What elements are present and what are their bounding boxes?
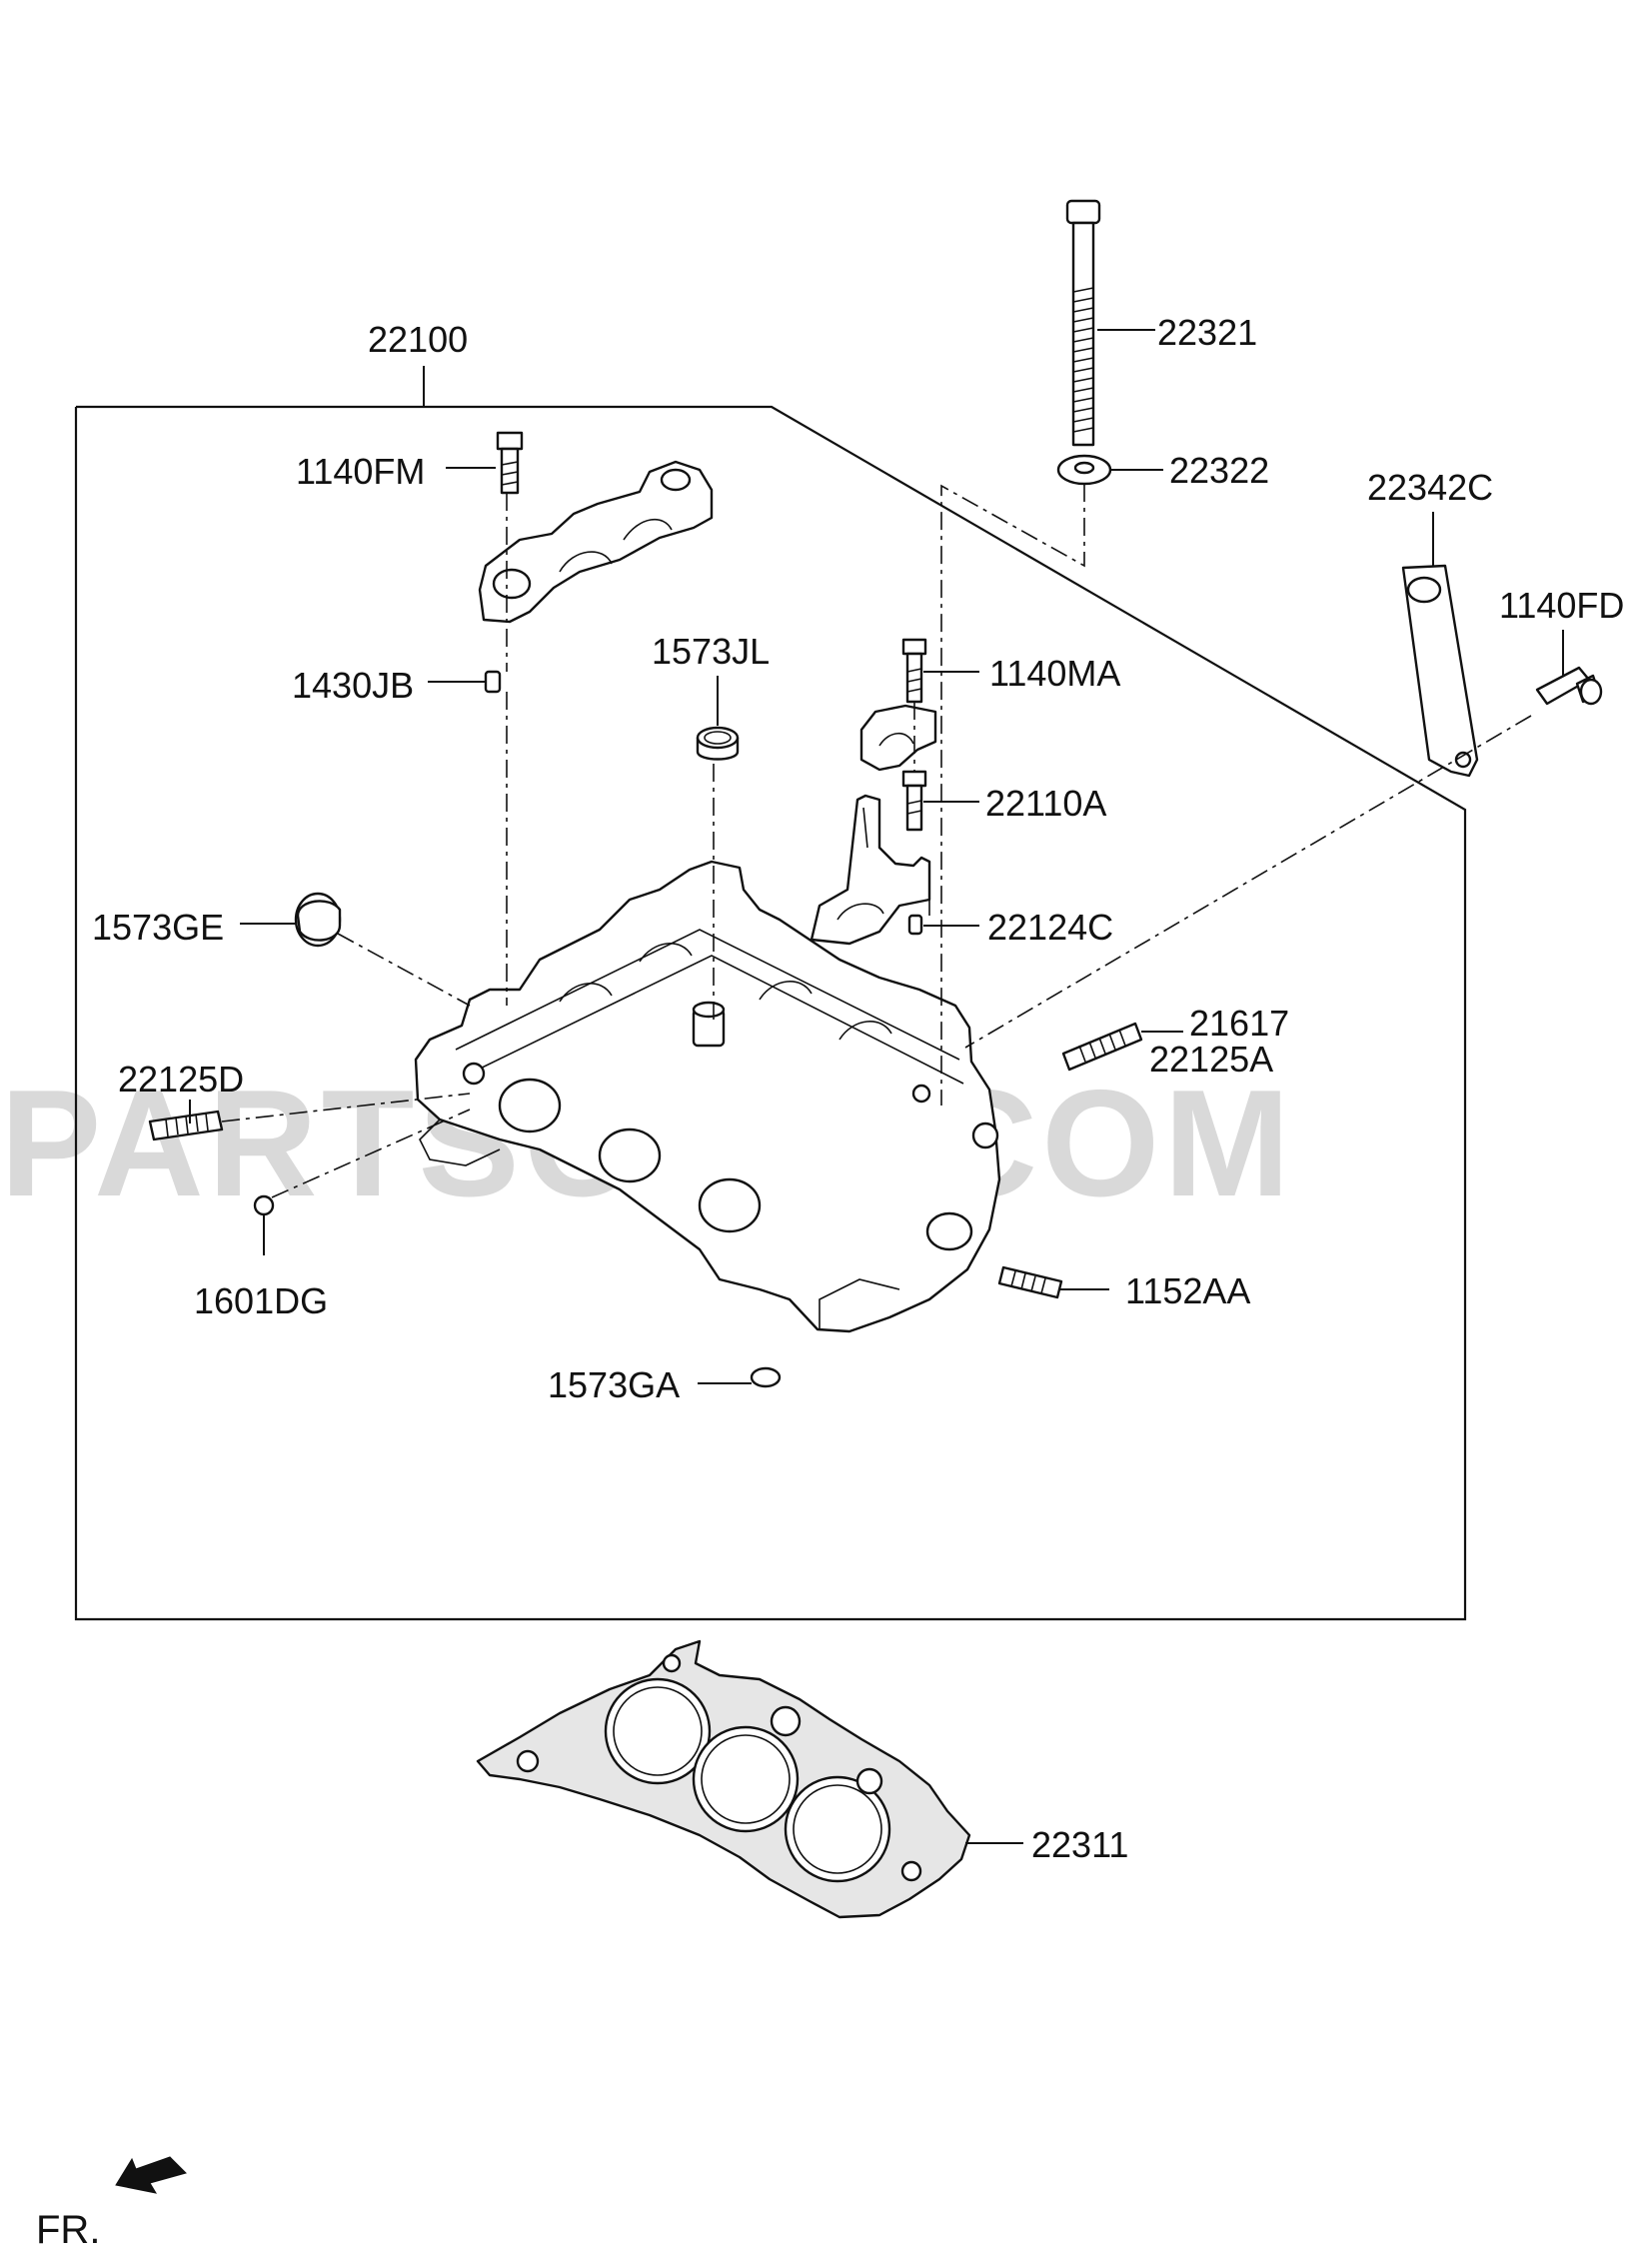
callout-22100[interactable]: 22100 — [368, 319, 468, 360]
bearing-cap-drawing[interactable] — [810, 794, 931, 946]
front-direction-arrow-icon — [115, 2156, 187, 2194]
head-bolt-drawing[interactable] — [1065, 199, 1101, 447]
steel-ball-drawing[interactable] — [253, 1194, 275, 1216]
front-label: FR. — [36, 2208, 100, 2252]
callout-1573JL[interactable]: 1573JL — [652, 631, 770, 672]
lower-stud-bolt-drawing[interactable] — [997, 1265, 1063, 1299]
callout-22125D[interactable]: 22125D — [118, 1059, 244, 1100]
leader-lines — [189, 329, 1564, 1844]
cam-cap-bolt-rear-drawing[interactable] — [901, 638, 927, 704]
cap-dowel-drawing[interactable] — [907, 914, 923, 936]
front-orientation-mark: FR. — [36, 2156, 187, 2252]
callout-1140FD[interactable]: 1140FD — [1499, 585, 1624, 626]
head-gasket-drawing[interactable] — [476, 1639, 971, 1919]
callout-1430JB[interactable]: 1430JB — [292, 665, 414, 706]
callout-22321[interactable]: 22321 — [1157, 312, 1257, 353]
callout-21617[interactable]: 21617 — [1189, 1003, 1289, 1044]
cup-plug-drawing[interactable] — [294, 892, 342, 948]
dowel-pin-drawing[interactable] — [484, 670, 502, 694]
callout-22124C[interactable]: 22124C — [987, 907, 1113, 948]
callout-1140MA[interactable]: 1140MA — [989, 653, 1120, 694]
cam-cap-bolt-front-drawing[interactable] — [496, 431, 524, 495]
callout-1573GE[interactable]: 1573GE — [92, 907, 224, 948]
alignment-lines — [221, 484, 1532, 1198]
callout-22311[interactable]: 22311 — [1031, 1824, 1128, 1865]
callout-22110A[interactable]: 22110A — [985, 783, 1106, 824]
seal-plug-drawing[interactable] — [696, 726, 740, 761]
small-plug-drawing[interactable] — [750, 1366, 782, 1388]
callout-22125A[interactable]: 22125A — [1149, 1039, 1273, 1080]
callout-1601DG[interactable]: 1601DG — [194, 1280, 328, 1321]
callout-1140FM[interactable]: 1140FM — [296, 451, 425, 492]
callout-22322[interactable]: 22322 — [1169, 450, 1269, 491]
callout-1573GA[interactable]: 1573GA — [548, 1364, 680, 1405]
front-cam-bearing-cap-drawing[interactable] — [478, 460, 714, 624]
rear-cam-bearing-cap-drawing[interactable] — [859, 704, 937, 772]
engine-hanger-bracket-drawing[interactable] — [1401, 564, 1479, 778]
cap-bolt-drawing[interactable] — [901, 770, 927, 832]
right-stud-bolt-drawing[interactable] — [1061, 1022, 1143, 1072]
bracket-bolt-drawing[interactable] — [1535, 666, 1603, 706]
assembly-frame — [74, 366, 1467, 1621]
callout-22342C[interactable]: 22342C — [1367, 467, 1493, 508]
head-bolt-washer-drawing[interactable] — [1056, 454, 1112, 486]
left-stud-bolt-drawing[interactable] — [148, 1110, 224, 1141]
callout-labels: 22100 22321 22322 22342C 1140FD 1140FM 1… — [92, 312, 1624, 1865]
callout-1152AA[interactable]: 1152AA — [1125, 1270, 1250, 1311]
cylinder-head-drawing[interactable] — [414, 860, 1001, 1333]
